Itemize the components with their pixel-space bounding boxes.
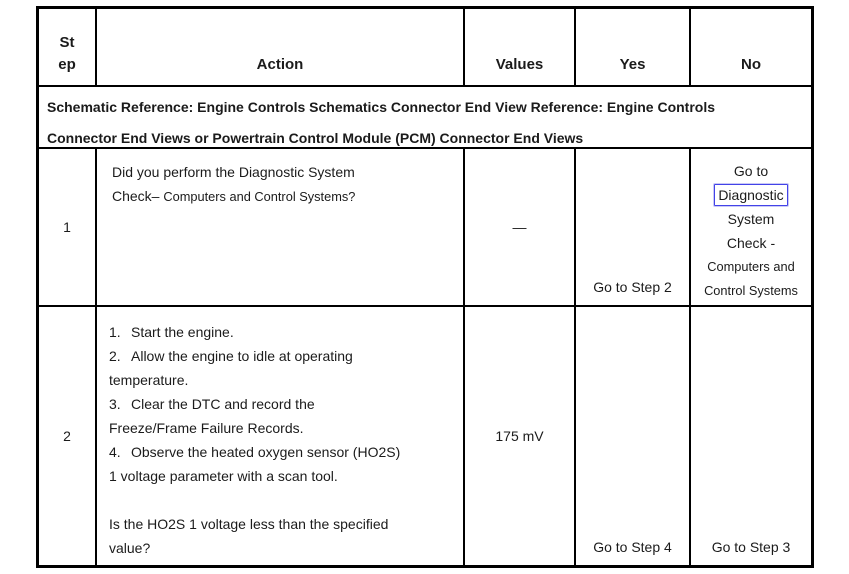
action-question-line: Is the HO2S 1 voltage less than the spec… [109,516,389,532]
action-blank-line [109,488,455,512]
row2-action-cell: 1.Start the engine. 2.Allow the engine t… [97,307,465,565]
em-dash: — [512,219,527,235]
column-header-action: Action [97,9,465,87]
action-step-line: 1.Start the engine. [109,324,234,340]
action-step-line: 1 voltage parameter with a scan tool. [109,468,338,484]
row1-action-cell: Did you perform the Diagnostic System Ch… [97,149,465,307]
row1-yes-cell: Go to Step 2 [576,149,691,307]
row2-values-cell: 175 mV [465,307,576,565]
action-step-line: 2.Allow the engine to idle at operating [109,348,353,364]
action-step-line: Freeze/Frame Failure Records. [109,420,304,436]
row2-yes-cell: Go to Step 4 [576,307,691,565]
column-header-values: Values [465,9,576,87]
action-question-line: value? [109,540,151,556]
row1-action-line1: Did you perform the Diagnostic System [112,164,355,180]
column-header-no: No [691,9,811,87]
row2-step-number: 2 [39,307,97,565]
row2-value-text: 175 mV [495,428,544,444]
row2-yes-text: Go to Step 4 [593,539,672,555]
action-step-line: 4.Observe the heated oxygen sensor (HO2S… [109,444,401,460]
row2-no-text: Go to Step 3 [711,539,791,555]
diagnostic-system-check-link[interactable]: Diagnostic [714,184,788,206]
row1-values-cell: — [465,149,576,307]
column-header-step-label: St ep [58,34,76,73]
action-step-line: 3.Clear the DTC and record the [109,396,315,412]
row1-yes-text: Go to Step 2 [593,279,672,295]
row1-no-cell: Go to Diagnostic System Check - Computer… [691,149,811,307]
action-step-line: temperature. [109,372,189,388]
row1-step-number: 1 [39,149,97,307]
schematic-reference-line1: Schematic Reference: Engine Controls Sch… [47,99,716,115]
row1-action-line2: Check– Computers and Control Systems? [112,188,356,204]
schematic-reference-line2: Connector End Views or Powertrain Contro… [47,130,584,146]
column-header-yes: Yes [576,9,691,87]
column-header-step: St ep [39,9,97,87]
row2-no-cell: Go to Step 3 [691,307,811,565]
diagnostic-table: St ep Action Values Yes No Schematic Ref… [36,6,814,568]
schematic-reference-note: Schematic Reference: Engine Controls Sch… [39,87,811,149]
